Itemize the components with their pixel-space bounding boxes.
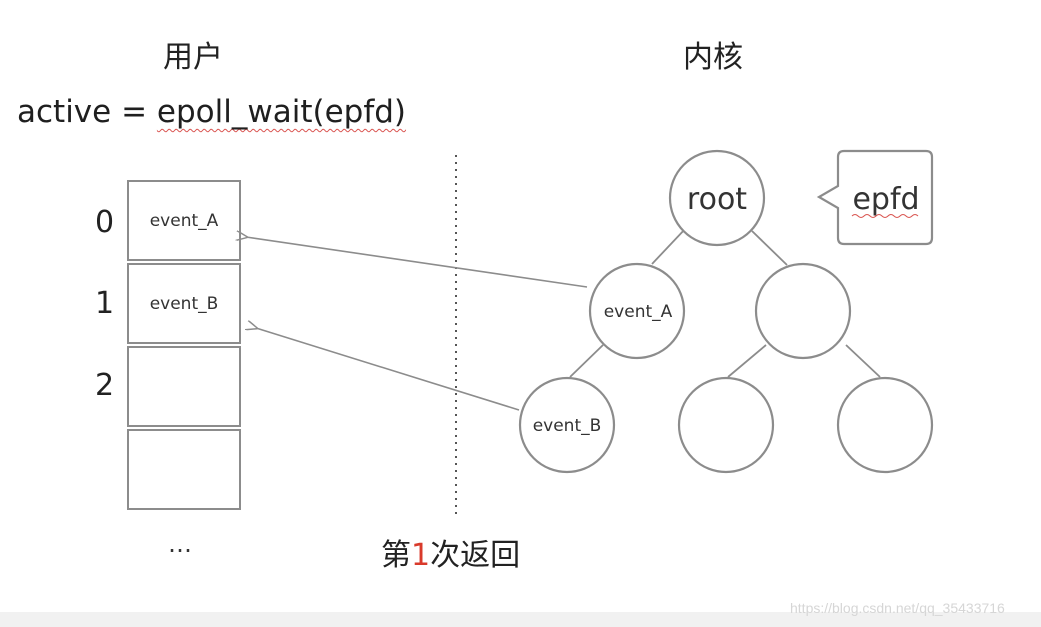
user-space-heading: 用户	[163, 40, 223, 75]
root-label: root	[687, 182, 747, 217]
tree-node-right	[754, 262, 852, 360]
return-caption: 第1次返回	[381, 530, 520, 574]
tree-node-root	[668, 149, 766, 247]
edge-left-leftleft	[569, 344, 604, 378]
array-index-1: 1	[95, 286, 115, 321]
event-a-node-label: event_A	[604, 302, 673, 322]
tree-node-rightleft	[677, 376, 775, 474]
array-index-0: 0	[95, 205, 115, 240]
epfd-callout	[816, 149, 934, 246]
edge-root-right	[751, 230, 788, 266]
tree-node-left	[588, 262, 686, 360]
event-b-node-label: event_B	[533, 416, 602, 436]
arrow-event-b-to-cell-1	[256, 328, 520, 411]
arrow-event-a-to-cell-0	[246, 237, 588, 288]
kernel-space-heading: 内核	[683, 40, 743, 75]
tree-edges	[569, 227, 881, 378]
array-index-2: 2	[95, 368, 115, 403]
watermark: https://blog.csdn.net/qq_35433716	[790, 600, 1005, 616]
tree-node-rightright	[836, 376, 934, 474]
edge-right-rightleft	[727, 344, 767, 378]
epfd-squiggle	[851, 214, 919, 218]
caption-number: 1	[411, 538, 431, 573]
epfd-callout-label: epfd	[852, 182, 919, 217]
code-line: active = epoll_wait(epfd)	[17, 94, 406, 130]
array-cell-1: event_B	[127, 263, 241, 344]
edge-right-rightright	[845, 344, 881, 378]
code-call: epoll_wait(epfd)	[156, 94, 407, 130]
array-cell-2	[127, 346, 241, 427]
array-ellipsis: …	[168, 530, 196, 558]
array-cell-0: event_A	[127, 180, 241, 261]
caption-prefix: 第	[381, 538, 411, 573]
code-prefix: active =	[17, 94, 157, 130]
array-cell-3	[127, 429, 241, 510]
edge-root-left	[651, 227, 687, 265]
bottom-strip	[0, 612, 1041, 627]
tree-node-leftleft	[518, 376, 616, 474]
caption-suffix: 次返回	[430, 538, 521, 573]
